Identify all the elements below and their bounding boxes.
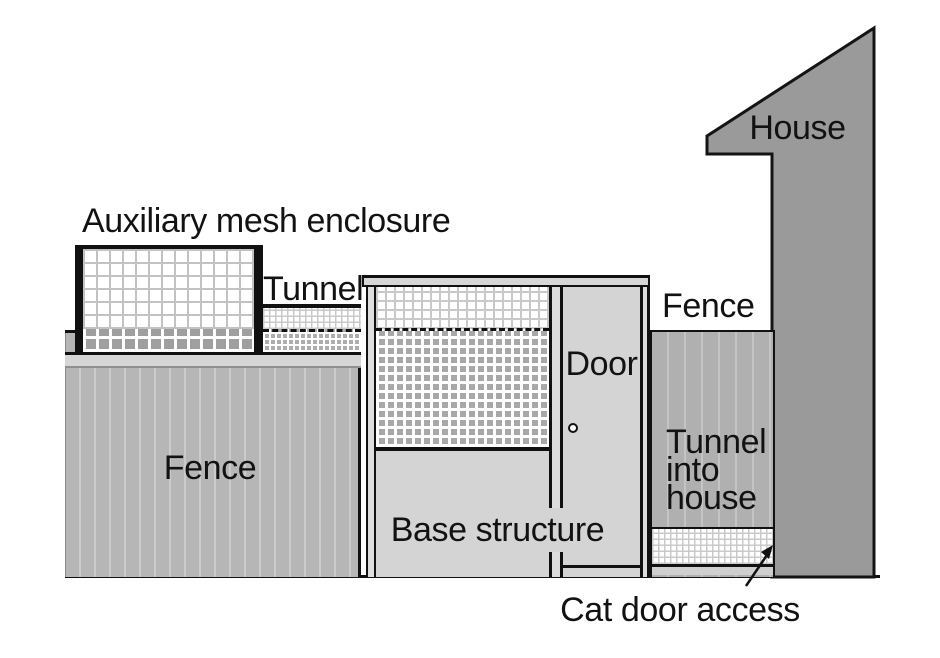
base-structure-label: Base structure xyxy=(385,508,610,552)
main-enclosure-mesh-lower xyxy=(376,331,549,447)
door-bottom-rail xyxy=(563,565,640,568)
fence-right-label: Fence xyxy=(662,287,755,325)
tunnel-mesh-upper xyxy=(263,308,361,329)
aux-enclosure-left-post xyxy=(75,245,83,356)
tunnel-mesh-lower xyxy=(263,329,361,352)
tunnel-into-house-label: Tunnel into house xyxy=(666,423,767,517)
cat-door-arrow xyxy=(744,545,773,587)
tunnel-top-frame xyxy=(263,304,361,308)
cat-door-access-label: Cat door access xyxy=(560,591,800,629)
door-label: Door xyxy=(565,345,638,383)
fence-top-edge xyxy=(65,330,78,333)
house-shape xyxy=(705,25,876,579)
main-enclosure-roof-cap xyxy=(362,275,650,287)
aux-enclosure-mesh-lower xyxy=(83,329,254,352)
main-enclosure-mesh-upper xyxy=(376,287,549,329)
door-handle xyxy=(568,423,578,433)
door-left-frame-post xyxy=(549,287,563,577)
main-enclosure-dashed-line xyxy=(376,328,549,331)
aux-enclosure-mesh-upper xyxy=(83,249,254,329)
aux-enclosure-label: Auxiliary mesh enclosure xyxy=(82,202,451,240)
main-enclosure-mesh-bottom-frame xyxy=(376,447,549,451)
door-right-frame-post xyxy=(640,287,650,577)
aux-enclosure-right-post xyxy=(254,245,263,356)
enclosure-base-rail xyxy=(65,352,361,368)
fence-left xyxy=(65,331,361,577)
fence-left-label: Fence xyxy=(163,449,257,487)
main-enclosure-left-post xyxy=(366,287,376,577)
tunnel-dashed-line xyxy=(263,329,361,332)
cat-door-mesh xyxy=(652,527,773,567)
aux-enclosure-top-frame xyxy=(75,245,263,249)
cat-door-sill xyxy=(652,567,773,575)
tunnel-label: Tunnel xyxy=(263,270,364,308)
house-label: House xyxy=(749,109,846,147)
